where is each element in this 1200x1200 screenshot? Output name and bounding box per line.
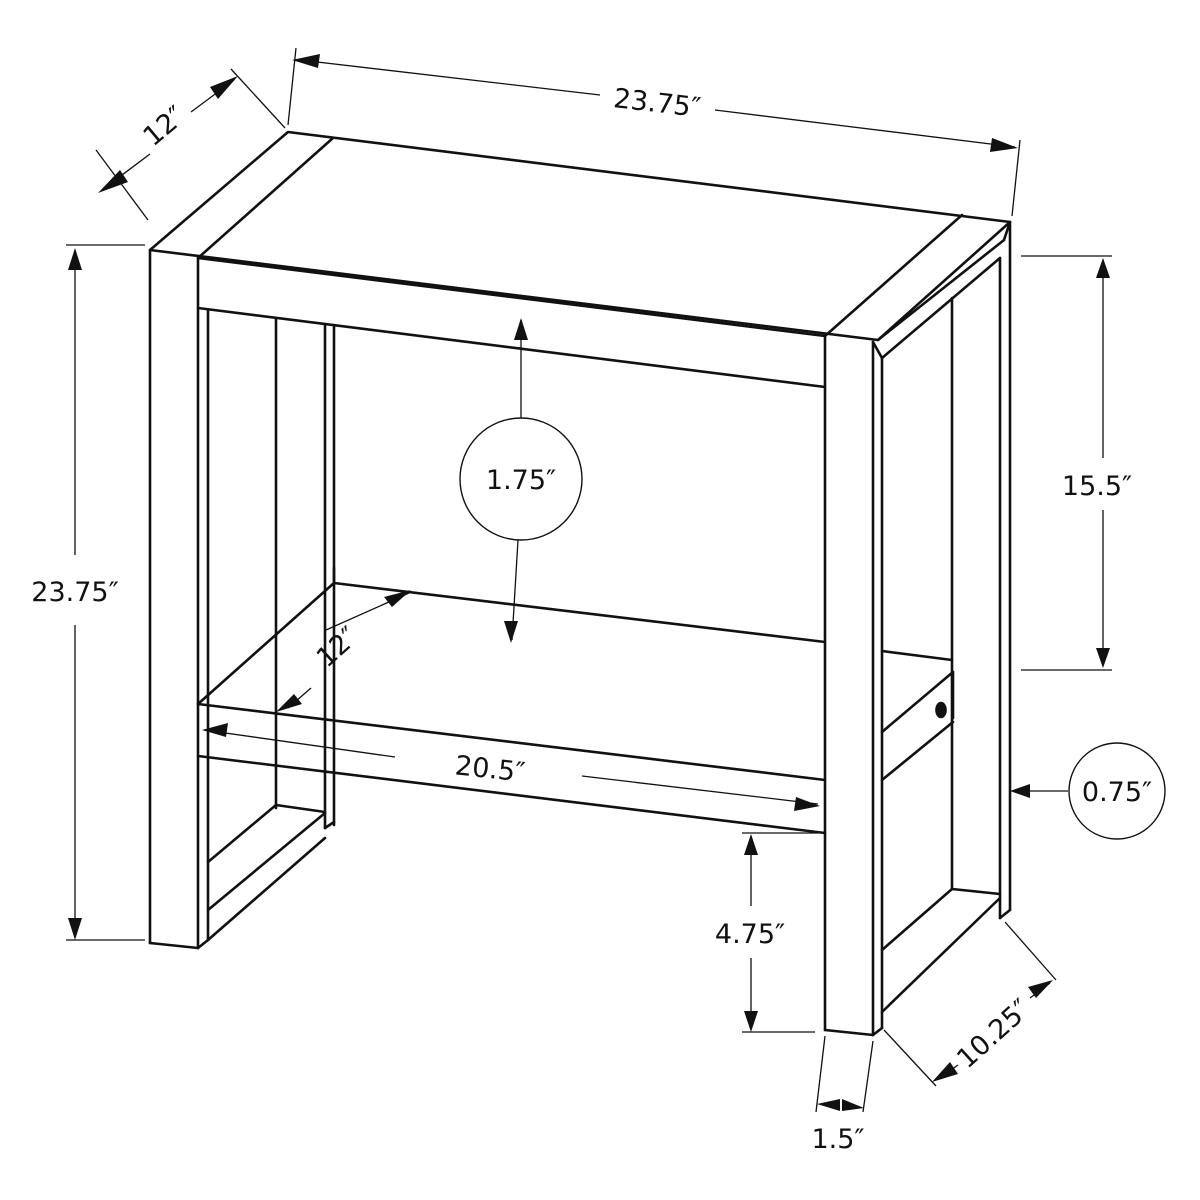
- tabletop-surface: [148, 130, 1012, 342]
- shelf: [196, 581, 336, 706]
- table-outline: [148, 130, 1012, 1037]
- label-top-depth: 12″: [138, 100, 192, 152]
- label-shelf-depth: 12″: [311, 621, 365, 674]
- label-upper-opening: 15.5″: [1062, 471, 1132, 502]
- dimension-lines: [66, 47, 1166, 1113]
- label-side-thickness: 0.75″: [1082, 777, 1152, 808]
- label-top-width: 23.75″: [612, 83, 702, 124]
- label-overall-height: 23.75″: [31, 577, 118, 608]
- label-floor-clearance: 4.75″: [715, 919, 785, 950]
- label-apron-height: 1.75″: [486, 465, 556, 496]
- knob-icon: [935, 701, 947, 719]
- label-leg-width: 1.5″: [811, 1124, 864, 1155]
- label-side-depth: 10.25″: [951, 993, 1037, 1075]
- label-shelf-width: 20.5″: [454, 750, 527, 788]
